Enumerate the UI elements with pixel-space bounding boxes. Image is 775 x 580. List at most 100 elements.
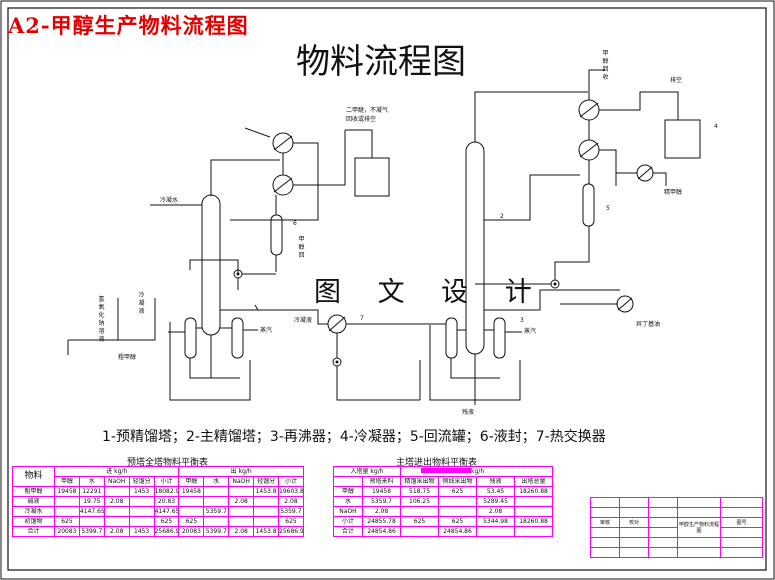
table-cell: 19458 — [54, 486, 80, 497]
callout-4: 4 — [714, 123, 718, 130]
table-cell: 20.83 — [153, 496, 180, 507]
table-left-header: 轻馏分 — [253, 476, 280, 487]
table-left-header: NaOH — [228, 476, 255, 487]
reflux-drum-right — [582, 183, 595, 227]
table-cell: 625 — [400, 516, 440, 527]
table-right-header: 侧线采出物 — [438, 476, 478, 487]
main-column-balance-table: 入塔量 kg/h kg/h 预塔来料 精馏采出物 侧线采出物 残液 出塔总量 甲… — [332, 466, 554, 537]
table-cell: 625 — [178, 516, 205, 527]
table-cell: 625 — [438, 516, 478, 527]
label-cooling-liquid: 冷凝液 — [138, 292, 145, 315]
table-cell: 5359.7 — [278, 506, 304, 517]
reboiler-left-a — [184, 317, 197, 359]
table-cell — [253, 496, 280, 507]
table-cell: 1453 — [128, 486, 155, 497]
table-cell: 2.08 — [228, 496, 255, 507]
table-cell — [178, 506, 205, 517]
vent-tank — [354, 157, 390, 197]
table-cell: 5289.45 — [476, 496, 516, 507]
table-left-corner: 物料 — [12, 466, 55, 487]
row-label: 水 — [333, 496, 363, 507]
label-cooling-water: 冷凝水 — [160, 197, 179, 204]
table-cell: 20083 — [54, 526, 80, 537]
table-cell: 19603.8 — [278, 486, 304, 497]
label-methanol-recover: 甲醇回收 — [602, 50, 609, 81]
row-label: 合计 — [12, 526, 55, 537]
table-left-header: 甲醇 — [54, 476, 80, 487]
corner-title: A2-甲醇生产物料流程图 — [8, 13, 249, 38]
table-cell — [514, 496, 554, 507]
table-cell: 18260.88 — [514, 486, 554, 497]
table-cell — [103, 486, 130, 497]
table-cell — [253, 506, 280, 517]
table-cell — [128, 496, 155, 507]
reboiler-right-b — [493, 317, 506, 359]
table-cell: 5359.7 — [203, 506, 230, 517]
row-label: 小计 — [333, 516, 363, 527]
table-cell: 1453 — [128, 526, 155, 537]
table-right-header: 残液 — [476, 476, 516, 487]
title-block-check: 校对 — [619, 517, 649, 528]
main-title: 物料流程图 — [296, 42, 466, 82]
callout-2: 2 — [500, 213, 504, 220]
table-cell: 4147.65 — [153, 506, 180, 517]
table-cell: 625 — [278, 516, 304, 527]
pre-column — [201, 194, 221, 336]
table-cell: 5399.7 — [203, 526, 230, 537]
table-cell: 24854.86 — [438, 526, 478, 537]
title-block-drawing-name: 甲醇生产物料流程图 — [677, 517, 721, 538]
table-cell — [203, 516, 230, 527]
table-cell — [128, 506, 155, 517]
table-cell: 518.75 — [400, 486, 440, 497]
table-cell: 4147.65 — [78, 506, 105, 517]
table-cell: 18082.9 — [153, 486, 180, 497]
table-cell: 106.25 — [400, 496, 440, 507]
table-cell: 25686.93 — [153, 526, 180, 537]
row-label: NaOH — [333, 506, 363, 517]
callout-3: 3 — [520, 317, 524, 324]
table-cell — [203, 486, 230, 497]
row-label: 初馏物 — [12, 516, 55, 527]
table-cell — [203, 496, 230, 507]
table-cell — [178, 496, 205, 507]
table-cell: 20083 — [178, 526, 205, 537]
reboiler-left-b — [231, 317, 244, 359]
table-cell — [103, 516, 130, 527]
label-refined-methanol: 精甲醇 — [664, 189, 683, 196]
table-cell: 25686.93 — [278, 526, 304, 537]
table-left-title: 预塔全塔物料平衡表 — [127, 458, 209, 468]
table-cell — [78, 516, 105, 527]
table-cell: 5399.7 — [78, 526, 105, 537]
title-block-review: 审核 — [590, 517, 620, 528]
label-steam-right: 蒸汽 — [524, 328, 537, 335]
row-label: 粗甲醇 — [12, 486, 55, 497]
table-cell: 2.08 — [103, 526, 130, 537]
table-left-header: 小计 — [153, 476, 180, 487]
table-cell — [103, 506, 130, 517]
center-watermark: 图 文 设 计 — [314, 277, 546, 308]
table-left-header: 小计 — [278, 476, 304, 487]
table-left-group-out: 出 kg/h — [178, 466, 304, 477]
table-right-corner: 入塔量 kg/h — [332, 466, 402, 477]
table-cell: 625 — [153, 516, 180, 527]
table-cell — [438, 496, 478, 507]
main-column — [465, 141, 485, 355]
callout-5: 5 — [606, 205, 610, 212]
table-cell — [54, 506, 80, 517]
table-row: 合计200835399.72.08145325686.93200835399.7… — [12, 526, 304, 537]
reboiler-right-a — [445, 317, 458, 359]
table-cell — [228, 506, 255, 517]
pre-column-balance-table: 物料 进 kg/h 出 kg/h 甲醇 水 NaOH 轻馏分 小计 甲醇 水 N… — [12, 466, 304, 537]
table-cell — [253, 516, 280, 527]
table-right-header: 精馏采出物 — [400, 476, 440, 487]
table-right-title: 主塔进出物料平衡表 — [396, 458, 478, 468]
table-cell — [228, 516, 255, 527]
label-dme-note-1: 二甲醚，不凝气 — [346, 107, 389, 114]
